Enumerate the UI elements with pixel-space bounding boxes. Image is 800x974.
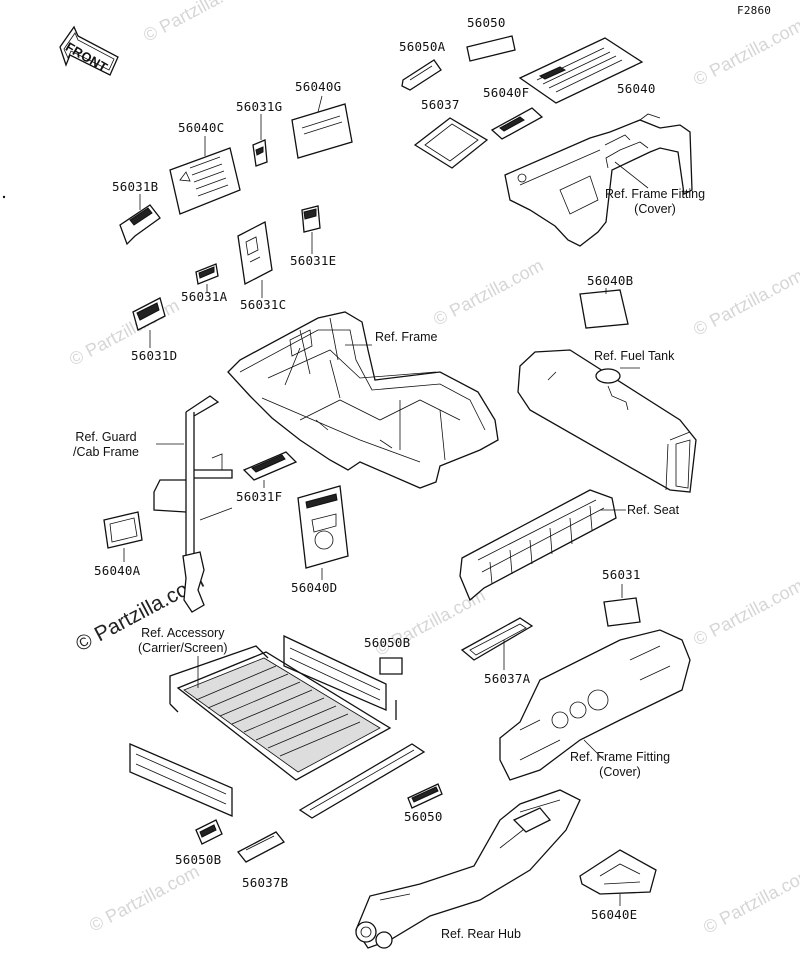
part-label-56031e[interactable]: 56031E (290, 253, 337, 268)
decal-56037a (460, 617, 534, 661)
part-label-56031a[interactable]: 56031A (181, 289, 228, 304)
ref-line: Ref. Seat (627, 503, 680, 517)
decal-56050 (466, 35, 516, 62)
ref-rear-hub[interactable]: Ref. Rear Hub (441, 927, 521, 942)
ref-frame[interactable]: Ref. Frame (375, 330, 438, 345)
ref-line: Ref. Frame Fitting (605, 187, 706, 201)
decal-56040g (291, 103, 353, 159)
decal-56037b (237, 831, 285, 863)
part-label-56040g[interactable]: 56040G (295, 79, 342, 94)
fuel-tank (517, 349, 697, 493)
decal-56037 (413, 117, 489, 169)
decal-56040d (297, 485, 349, 569)
decal-56031a (195, 263, 219, 285)
part-label-56050a[interactable]: 56050A (399, 39, 446, 54)
ref-frame-fitting-top[interactable]: Ref. Frame Fitting (Cover) (605, 187, 705, 217)
vehicle-frame (227, 311, 499, 489)
ref-line: Ref. Rear Hub (441, 927, 521, 941)
decal-56031g (252, 139, 268, 167)
ref-line: (Carrier/Screen) (138, 641, 228, 655)
part-label-56050[interactable]: 56050 (467, 15, 506, 30)
part-label-56031g[interactable]: 56031G (236, 99, 283, 114)
decal-56050b-top (379, 657, 403, 675)
decal-56031d (132, 297, 166, 331)
decal-56040e (579, 849, 657, 895)
part-label-56037[interactable]: 56037 (421, 97, 460, 112)
decal-56040 (518, 37, 644, 104)
ref-line: /Cab Frame (73, 445, 139, 459)
ref-line: Ref. Accessory (141, 626, 225, 640)
rear-hub (355, 789, 581, 949)
part-label-56031f[interactable]: 56031F (236, 489, 283, 504)
ref-line: Ref. Guard (75, 430, 137, 444)
accessory-carrier (129, 634, 426, 819)
decal-56031f (242, 451, 298, 481)
decal-56050a (401, 59, 442, 91)
front-arrow-icon (59, 25, 119, 76)
ref-line: Ref. Frame (375, 330, 438, 344)
ref-frame-fitting-bottom[interactable]: Ref. Frame Fitting (Cover) (570, 750, 670, 780)
part-label-56040b[interactable]: 56040B (587, 273, 634, 288)
decal-56040b (579, 289, 629, 329)
part-label-56040c[interactable]: 56040C (178, 120, 225, 135)
part-label-56031[interactable]: 56031 (602, 567, 641, 582)
decal-56040c (169, 147, 241, 215)
frame-fitting-cover-top (504, 113, 693, 247)
ref-line: Ref. Frame Fitting (570, 750, 671, 764)
decal-56050b-bottom (195, 819, 223, 845)
ref-accessory[interactable]: Ref. Accessory (Carrier/Screen) (138, 626, 228, 656)
part-label-56050b-top[interactable]: 56050B (364, 635, 411, 650)
part-label-56040e[interactable]: 56040E (591, 907, 638, 922)
decal-56031c (237, 221, 273, 285)
ref-guard-cab-frame[interactable]: Ref. Guard /Cab Frame (73, 430, 139, 460)
part-label-56037a[interactable]: 56037A (484, 671, 531, 686)
part-label-56050b-bottom[interactable]: 56050B (175, 852, 222, 867)
frame-fitting-cover-bottom (499, 629, 691, 781)
ref-line: (Cover) (634, 202, 676, 216)
decal-56031 (603, 597, 641, 627)
part-label-56040d[interactable]: 56040D (291, 580, 338, 595)
decal-56031b (119, 204, 161, 246)
part-label-56040a[interactable]: 56040A (94, 563, 141, 578)
decal-56031e (301, 205, 321, 233)
part-label-56040[interactable]: 56040 (617, 81, 656, 96)
decal-56040a (103, 511, 143, 549)
ref-line: (Cover) (599, 765, 641, 779)
part-label-56037b[interactable]: 56037B (242, 875, 289, 890)
guard-cab-frame (153, 395, 233, 613)
decal-56040f (490, 107, 544, 140)
part-label-56031b[interactable]: 56031B (112, 179, 159, 194)
ref-seat[interactable]: Ref. Seat (627, 503, 679, 518)
part-label-56050-bottom[interactable]: 56050 (404, 809, 443, 824)
part-label-56031d[interactable]: 56031D (131, 348, 178, 363)
diagram-code: F2860 (737, 4, 772, 17)
part-label-56031c[interactable]: 56031C (240, 297, 287, 312)
seat (459, 489, 617, 602)
decal-56050-bottom (407, 783, 443, 809)
ref-line: Ref. Fuel Tank (594, 349, 675, 363)
part-label-56040f[interactable]: 56040F (483, 85, 530, 100)
ref-fuel-tank[interactable]: Ref. Fuel Tank (594, 349, 674, 364)
